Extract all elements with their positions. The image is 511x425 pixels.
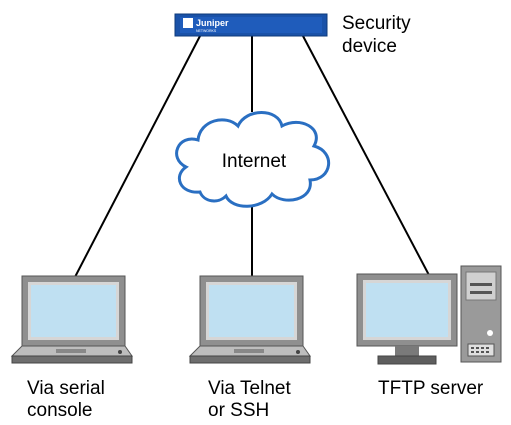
client-label-line2: or SSH [208, 400, 270, 421]
juniper-logo-icon [183, 18, 193, 28]
client-label-line2: console [27, 400, 93, 421]
cloud-label: Internet [222, 151, 287, 172]
link-device-server [302, 35, 431, 278]
internet-cloud-icon: Internet [175, 111, 331, 208]
device-brand-text: Juniper [196, 18, 229, 28]
monitor-screen [366, 283, 448, 337]
desktop-monitor-icon [356, 273, 458, 365]
security-device-icon: Juniper NETWORKS [174, 13, 328, 37]
device-label-line2: device [342, 36, 397, 57]
laptop-screen [31, 285, 116, 337]
laptop-icon [188, 275, 311, 364]
client-label-line1: TFTP server [378, 378, 484, 399]
client-label-line1: Via Telnet [208, 378, 291, 399]
laptop-screen [209, 285, 294, 337]
link-device-laptop1 [74, 35, 201, 278]
device-label-line1: Security [342, 13, 411, 34]
device-brand-sub: NETWORKS [196, 29, 217, 33]
connection-lines [74, 35, 431, 278]
server-tower-icon [460, 265, 502, 363]
laptop-icon [10, 275, 133, 364]
client-label-line1: Via serial [27, 378, 105, 399]
